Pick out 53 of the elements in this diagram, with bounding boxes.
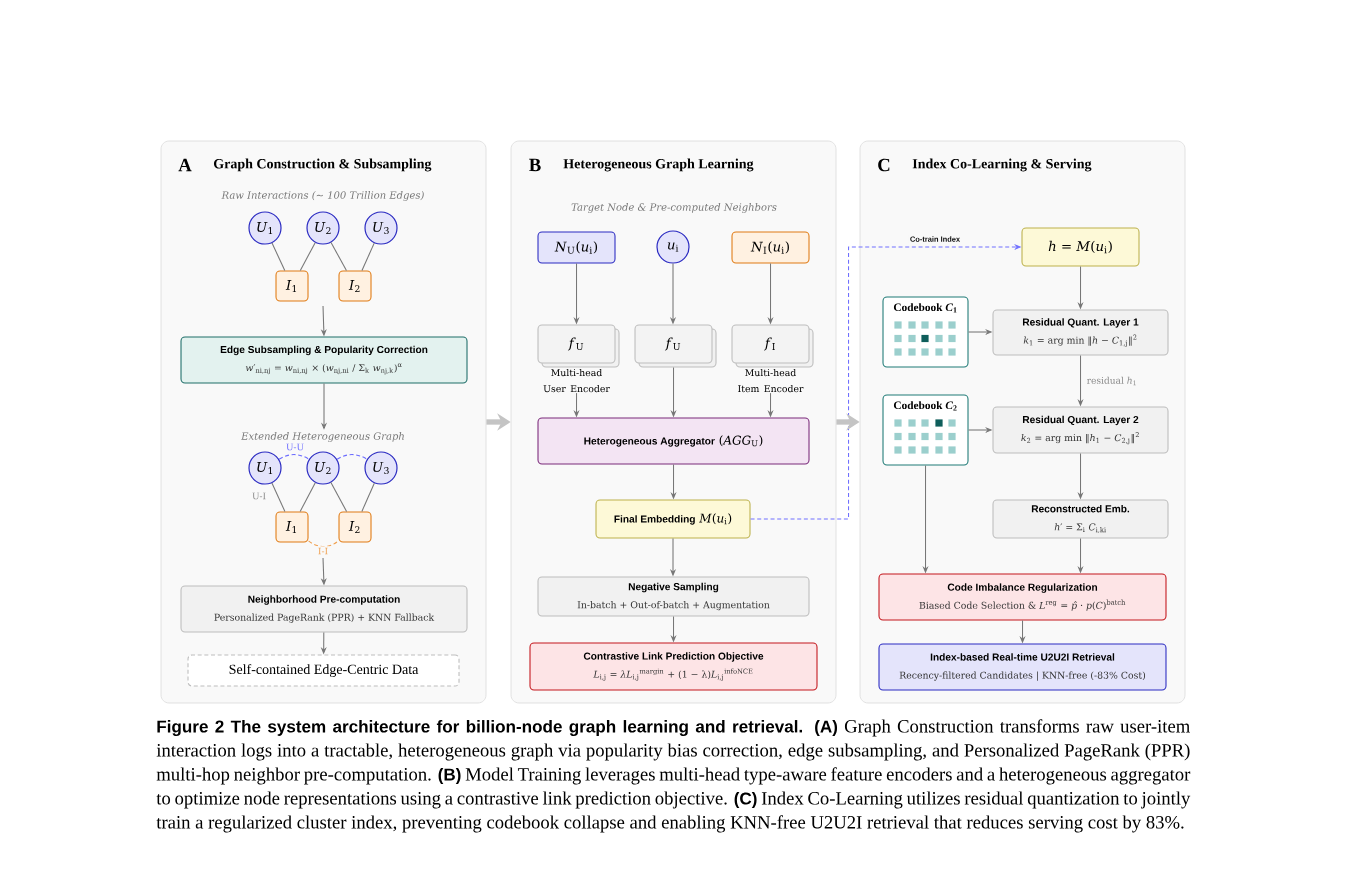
output-box: Self-contained Edge-Centric Data (187, 654, 460, 687)
panel-title: Index Co-Learning & Serving (912, 158, 1092, 172)
dashed-arc (336, 454, 368, 460)
process-box: Edge Subsampling & Popularity Correction w′$_{ni,nj}$ = w$_{ni,nj}$ × (w$_{nj,ni}$ / Σ$_{k}$ w$_{nj,k}$)$^{α}$ (180, 336, 468, 384)
item-node: I$_{2}$ (338, 270, 372, 302)
process-box: Index-based Real-time U2U2I Retrieval Recency-filtered Candidates | KNN-free (-83% Cost) (878, 643, 1167, 691)
connector-line (299, 242, 316, 271)
user-node: U$_{1}$ (248, 451, 282, 485)
user-node: U$_{1}$ (248, 211, 282, 245)
section-label: Target Node & Pre-computed Neighbors (571, 203, 777, 213)
user-node: U$_{2}$ (306, 451, 340, 485)
user-node: U$_{3}$ (364, 451, 398, 485)
item-node: I$_{1}$ (275, 270, 309, 302)
item-node: I$_{1}$ (275, 511, 309, 543)
panel-letter: A (178, 158, 192, 172)
section-label: Extended Heterogeneous Graph (241, 432, 404, 442)
panel-title: Heterogeneous Graph Learning (563, 158, 754, 172)
process-box: Code Imbalance Regularization Biased Code Selection & L$^{reg}$ = p̂ · p(C)$^{batch}$ (878, 573, 1167, 621)
connector-line (330, 242, 347, 271)
process-box: Residual Quant. Layer 1 k$_{1}$ = arg min ‖h − C$_{1,j}$‖$^{2}$ (992, 309, 1169, 356)
item-node: I$_{2}$ (338, 511, 372, 543)
connector-line (271, 242, 286, 271)
connector-line (330, 482, 348, 512)
edge-label: I-I (316, 546, 330, 556)
edge-label: U-U (284, 442, 306, 452)
edge-label: residual h$_{1}$ (1085, 375, 1139, 387)
connector-line (299, 482, 316, 512)
aggregator-box: Heterogeneous Aggregator (AGG$_{U}$) (537, 417, 810, 465)
panel-letter: C (878, 158, 890, 172)
dashed-arc (308, 540, 339, 548)
encoder-caption: Multi-head Item Encoder (738, 368, 804, 393)
connector-line (271, 482, 286, 512)
process-box: Reconstructed Emb. h′ = Σ$_{i}$ C$_{i,ki}$ (992, 499, 1169, 539)
edge-label: U-I (250, 491, 268, 501)
process-box: Negative Sampling In-batch + Out-of-batch + Augmentation (537, 576, 810, 617)
user-node: U$_{3}$ (364, 211, 398, 245)
dashed-arc (278, 454, 310, 460)
panel-letter: B (529, 158, 541, 172)
process-box: Neighborhood Pre-computation Personalized PageRank (PPR) + KNN Fallback (180, 585, 468, 633)
connector-line (361, 482, 375, 512)
encoder-box: f$_{U}$ (634, 324, 717, 368)
figure-caption: Figure 2 The system architecture for billion-node graph learning and retrieval. (A) Graph Construction transforms raw user-item interaction logs into a tractable, heterogeneous graph via popularity bias correction, edge subsampling, and Personalized PageRank (PPR) multi-hop neighbor pre-computation. (B) Model Training leverages multi-head type-aware feature encoders and a heterogeneous aggregator to optimize node representations using a contrastive link prediction objective. (C) Index Co-Learning utilizes residual quantization to jointly train a regularized cluster index, preventing codebook collapse and enabling KNN-free U2U2I retrieval that reduces serving cost by 83%. (156, 719, 1191, 833)
input-box: N$_{I}$(u$_{i}$) (731, 231, 810, 264)
target-node: u$_{i}$ (656, 230, 690, 264)
section-label: Raw Interactions (∼ 100 Trillion Edges) (221, 191, 424, 201)
encoder-caption: Multi-head User Encoder (543, 368, 610, 393)
user-node: U$_{2}$ (306, 211, 340, 245)
embedding-box: h = M(u$_{i}$) (1021, 227, 1140, 267)
process-box: Residual Quant. Layer 2 k$_{2}$ = arg min ‖h$_{1}$ − C$_{2,j}$‖$^{2}$ (992, 406, 1169, 454)
embedding-box: Final Embedding M(u$_{i}$) (595, 499, 751, 539)
input-box: N$_{U}$(u$_{i}$) (537, 231, 616, 264)
panel-title: Graph Construction & Subsampling (213, 158, 432, 172)
connector-line (361, 242, 375, 271)
